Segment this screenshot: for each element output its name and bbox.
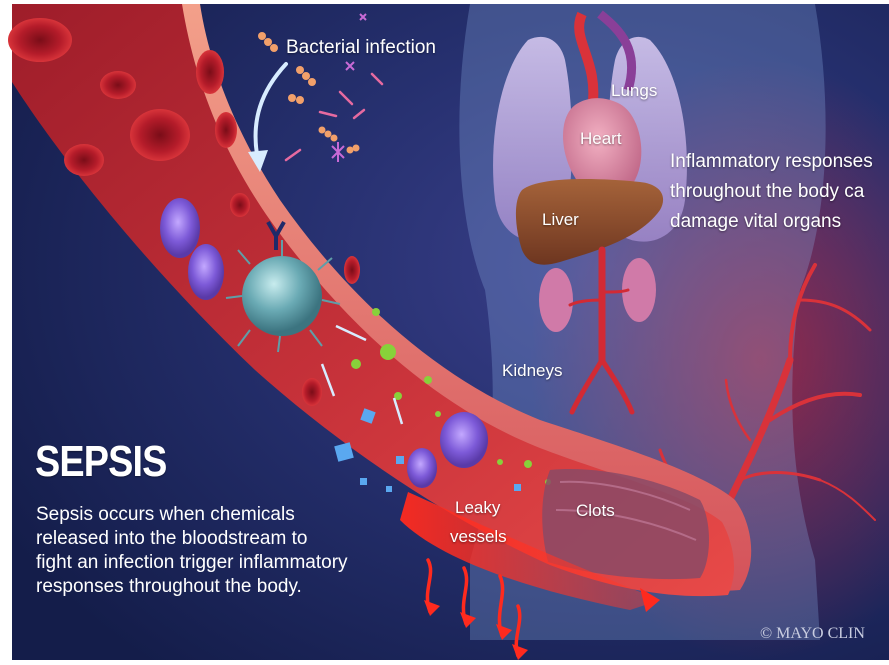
description-line: fight an infection trigger inflammatory [36, 551, 348, 575]
label-kidneys: Kidneys [502, 360, 562, 381]
label-leaky-line-1: Leaky [455, 497, 500, 518]
label-clots: Clots [576, 500, 615, 521]
label-inflammatory-line-2: throughout the body ca [670, 180, 864, 203]
label-inflammatory-line-3: damage vital organs [670, 210, 841, 233]
label-leaky-line-2: vessels [450, 526, 507, 547]
copyright: © MAYO CLIN [760, 625, 865, 643]
label-bacterial-infection: Bacterial infection [286, 36, 436, 59]
description-line: released into the bloodstream to [36, 527, 348, 551]
label-lungs: Lungs [611, 80, 657, 101]
description-line: Sepsis occurs when chemicals [36, 503, 348, 527]
label-inflammatory-line-1: Inflammatory responses [670, 150, 873, 173]
label-heart: Heart [580, 128, 622, 149]
title: SEPSIS [35, 437, 167, 487]
description: Sepsis occurs when chemicals released in… [36, 503, 348, 599]
description-line: responses throughout the body. [36, 575, 348, 599]
label-liver: Liver [542, 209, 579, 230]
